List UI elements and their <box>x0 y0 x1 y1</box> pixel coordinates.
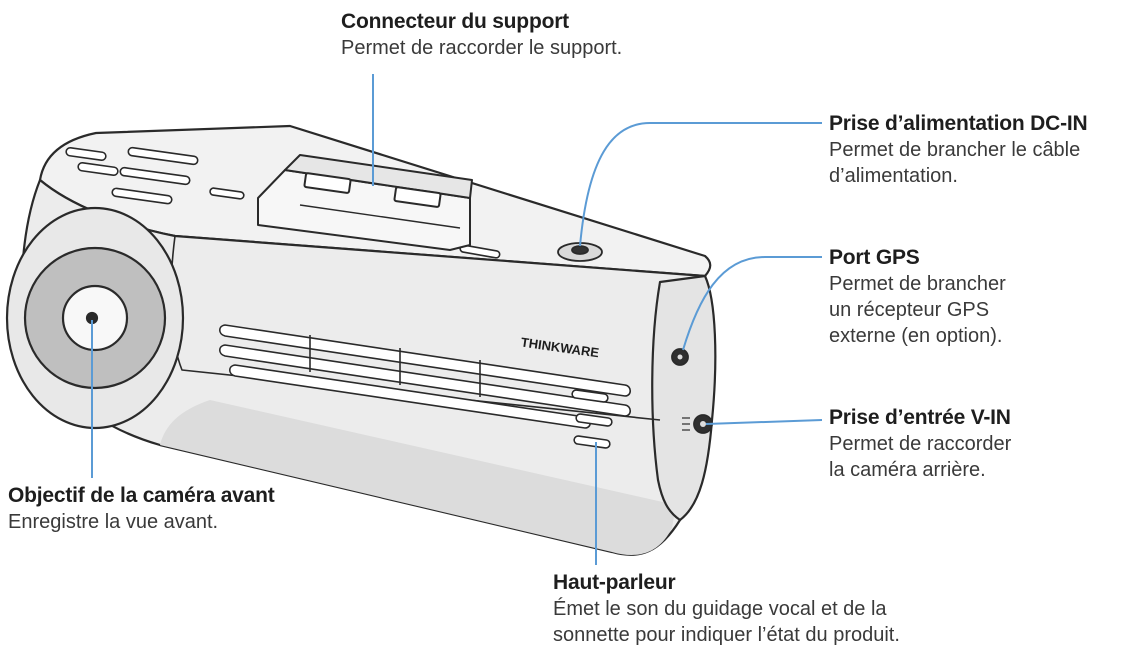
callout-title: Connecteur du support <box>341 10 569 33</box>
speaker-slot <box>575 413 613 427</box>
dc-in-socket-inner <box>571 245 589 255</box>
callout-title: Prise d’alimentation DC-IN <box>829 112 1088 135</box>
callout-desc: Permet de raccorder <box>829 433 1012 456</box>
callout-dc-in: Prise d’alimentation DC-IN Permet de bra… <box>829 110 1088 189</box>
grille-slot <box>218 344 632 417</box>
callout-desc: la caméra arrière. <box>829 459 986 482</box>
callout-desc: un récepteur GPS <box>829 299 990 322</box>
top-vents <box>65 146 501 259</box>
v-in-port-pin <box>700 421 706 427</box>
callout-title: Prise d’entrée V-IN <box>829 406 1011 429</box>
vent-slot <box>127 146 199 166</box>
callout-desc: Enregistre la vue avant. <box>8 511 219 534</box>
callout-desc: Permet de brancher <box>829 273 1006 296</box>
leader-lines <box>91 74 823 565</box>
vent-slot <box>111 187 173 205</box>
callout-desc: Permet de brancher le câble <box>829 139 1081 162</box>
mount-ridge <box>299 204 461 229</box>
gps-port-pin <box>677 354 683 360</box>
end-cap-ports <box>671 348 713 434</box>
dc-in-socket <box>557 242 603 262</box>
callout-desc: externe (en option). <box>829 325 1003 348</box>
vent-slot <box>209 187 245 200</box>
mount-slot <box>303 172 352 194</box>
leader-line-gps <box>682 256 822 351</box>
callout-desc: sonnette pour indiquer l’état du produit… <box>553 624 900 647</box>
callout-mount-connector: Connecteur du support Permet de raccorde… <box>341 8 622 61</box>
dashcam-end-cap <box>651 274 717 522</box>
callout-desc: d’alimentation. <box>829 165 958 188</box>
callout-title: Port GPS <box>829 246 920 269</box>
vent-slot <box>65 146 107 162</box>
leader-line-vin <box>705 419 823 425</box>
callout-title: Haut-parleur <box>553 571 676 594</box>
callout-v-in: Prise d’entrée V-IN Permet de raccorder … <box>829 404 1011 483</box>
speaker-slot <box>571 389 609 403</box>
callout-desc: Permet de raccorder le support. <box>341 37 623 60</box>
dashcam-lower-shade <box>160 400 676 555</box>
mount-slot <box>393 186 442 208</box>
callout-gps-port: Port GPS Permet de brancher un récepteur… <box>829 244 1006 349</box>
speaker-slot <box>573 435 611 449</box>
front-lens <box>5 206 185 430</box>
callout-front-lens: Objectif de la caméra avant Enregistre l… <box>8 482 275 535</box>
callout-desc: Émet le son du guidage vocal et de la <box>553 598 887 621</box>
vent-slot <box>77 161 119 177</box>
callout-title: Objectif de la caméra avant <box>8 484 275 507</box>
callout-speaker: Haut-parleur Émet le son du guidage voca… <box>553 569 900 648</box>
vent-slot <box>119 166 191 186</box>
speaker-slots <box>571 389 613 449</box>
v-in-port-glyph <box>682 417 690 431</box>
grille-slot <box>218 324 632 397</box>
leader-line-dcin <box>579 122 822 247</box>
mount-connector <box>257 154 473 251</box>
